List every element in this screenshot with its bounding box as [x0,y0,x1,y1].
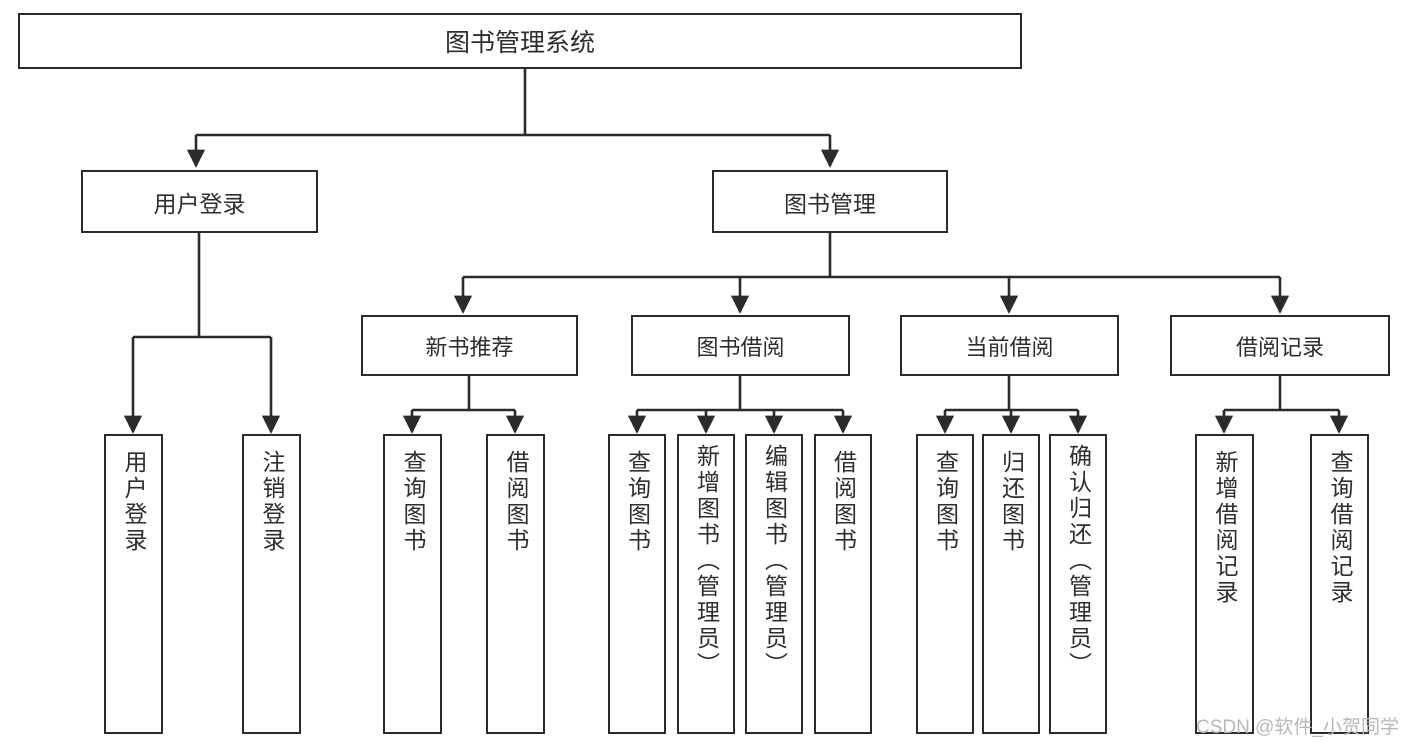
node-new-book-recommend-label: 新书推荐 [425,334,514,360]
node-root-label: 图书管理系统 [444,29,595,57]
node-current-borrow-label: 当前借阅 [965,334,1054,360]
node-leaf-borrow-book-2[interactable]: 借阅图书 [814,434,872,734]
node-user-login-label: 用户登录 [153,190,246,217]
watermark: CSDN @软件_小贺同学 [1196,717,1399,738]
node-leaf-query-book-3-label: 查询图书 [932,450,959,554]
node-current-borrow[interactable]: 当前借阅 [900,315,1119,376]
node-leaf-return-book-label: 归还图书 [998,450,1025,554]
node-user-login[interactable]: 用户登录 [81,170,318,233]
node-leaf-borrow-book-1-label: 借阅图书 [503,450,529,554]
node-leaf-return-book[interactable]: 归还图书 [982,434,1040,734]
node-leaf-user-login-label: 用户登录 [121,450,147,554]
node-book-borrow[interactable]: 图书借阅 [631,315,850,376]
node-leaf-query-book-2-label: 查询图书 [624,450,651,554]
node-leaf-add-record[interactable]: 新增借阅记录 [1195,434,1254,734]
node-leaf-confirm-return-label: 确认归还（管理员） [1065,444,1092,678]
node-leaf-borrow-book-2-label: 借阅图书 [830,450,857,554]
node-leaf-user-login[interactable]: 用户登录 [104,434,163,734]
node-new-book-recommend[interactable]: 新书推荐 [361,315,578,376]
node-leaf-borrow-book-1[interactable]: 借阅图书 [486,434,545,734]
node-book-management[interactable]: 图书管理 [712,170,948,233]
node-book-borrow-label: 图书借阅 [696,334,785,360]
node-book-management-label: 图书管理 [784,190,876,217]
node-leaf-query-book-3[interactable]: 查询图书 [916,434,974,734]
node-borrow-record[interactable]: 借阅记录 [1170,315,1390,376]
node-leaf-logout-login-label: 注销登录 [259,450,285,554]
node-borrow-record-label: 借阅记录 [1235,334,1324,360]
node-leaf-query-record-label: 查询借阅记录 [1327,450,1353,606]
node-leaf-add-book[interactable]: 新增图书（管理员） [677,434,735,734]
node-leaf-query-book-2[interactable]: 查询图书 [608,434,666,734]
node-leaf-query-record[interactable]: 查询借阅记录 [1310,434,1369,734]
node-leaf-edit-book[interactable]: 编辑图书（管理员） [745,434,803,734]
node-leaf-add-book-label: 新增图书（管理员） [693,444,720,678]
node-leaf-add-record-label: 新增借阅记录 [1212,450,1238,606]
node-leaf-logout-login[interactable]: 注销登录 [242,434,301,734]
node-leaf-confirm-return[interactable]: 确认归还（管理员） [1049,434,1107,734]
node-root[interactable]: 图书管理系统 [18,13,1022,69]
node-leaf-query-book-1[interactable]: 查询图书 [383,434,442,734]
node-leaf-edit-book-label: 编辑图书（管理员） [761,444,788,678]
node-leaf-query-book-1-label: 查询图书 [400,450,426,554]
